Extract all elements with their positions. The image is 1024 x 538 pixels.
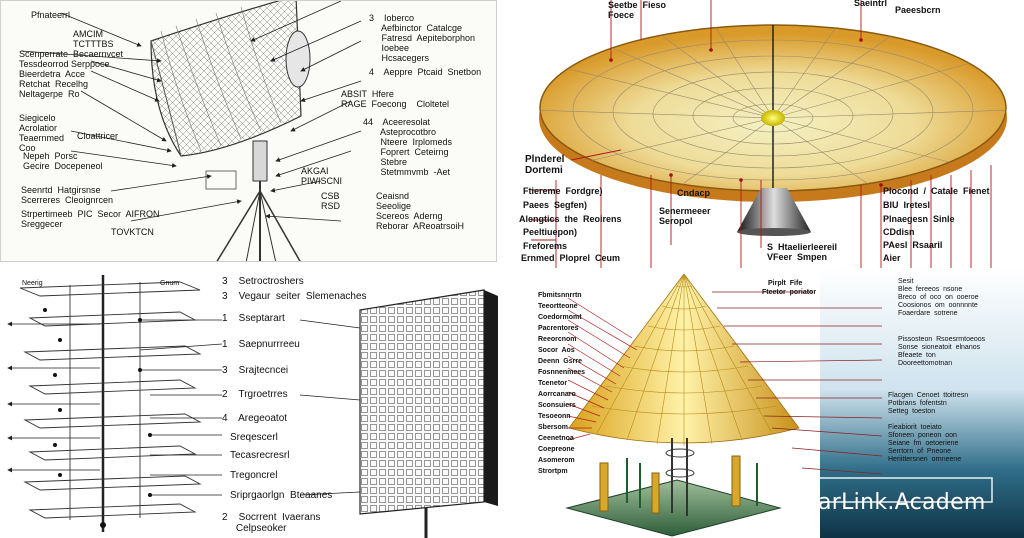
side-label: Aorrcanaro (538, 391, 576, 398)
callout-label: Cndacp (677, 188, 711, 198)
callout-label: Nepeh Porsc Gecire Docepeneol (23, 151, 103, 171)
side-label: Pacrentores (538, 325, 579, 332)
note-label: Fieabiorit toeiato Sfoneen poneon oon Se… (888, 424, 962, 463)
side-label: Strortpm (538, 468, 568, 475)
callout-label: 3 Vegaur seiter Slemenaches (222, 291, 367, 302)
conical-array-drawing (565, 268, 1024, 538)
side-label: Asomerom (538, 457, 575, 464)
callout-label: ABSIT Hfere RAGE Foecong Cloltetel (341, 89, 450, 109)
side-label: Ceenetnoa (538, 435, 574, 442)
callout-label: Ernmed Ploprel Ceum (521, 253, 621, 263)
callout-label: 3 Srajtecncei (222, 365, 289, 376)
callout-label: CSB RSD (321, 191, 341, 211)
callout-label: AMCIM TCTTTBS (73, 29, 114, 49)
callout-label: Alengtics the Reoirens (519, 214, 622, 224)
callout-label: Paees Segfen) (523, 200, 588, 210)
callout-label: 44 Aceeresolat Asteprocotbro Nteere Irpl… (363, 117, 453, 177)
callout-label: CDdisn (883, 227, 915, 237)
callout-label: S Htaelierleereil VFeer Smpen (767, 242, 838, 262)
callout-label: TOVKTCN (111, 227, 154, 237)
side-label: Reeorcnom (538, 336, 577, 343)
callout-label: Pfnateerrl (31, 10, 71, 20)
callout-label: Plnderel Dortemi (525, 154, 565, 176)
note-label: Pissosteon Rsoesrmtoeoos Sonse sioneatoi… (898, 336, 986, 367)
callout-label: 4 Aregeoatot (222, 413, 288, 424)
callout-label: 2 Trgroetrres (222, 389, 288, 400)
callout-label: Aier (883, 253, 901, 263)
callout-label: 1 Sseptarart (222, 313, 285, 324)
callout-label: 1 Saepnurrreeu (222, 339, 300, 350)
yagi-array-drawing (7, 275, 498, 538)
callout-label: Senermeeer Seropol (659, 206, 711, 226)
side-label: Teeortteone (538, 303, 578, 310)
panel-conical-array: Fbmitsnnrrtn Teeortteone Coedormomt Pacr… (512, 268, 1024, 538)
top-label: Fteetor poriator (762, 289, 817, 296)
callout-label: Sriprgaorlgn Bteaanes (230, 490, 333, 501)
callout-label: 3 Setroctroshers (222, 276, 304, 287)
callout-label: Ftiereme Fordgre) (523, 186, 603, 196)
callout-label: Ceaisnd Seeolige Scereos Aderng Reborar … (376, 191, 465, 231)
callout-label: Seenrtd Hatgirsnse Scerreres Cleoignrcen (21, 185, 114, 205)
side-label: Coepreone (538, 446, 575, 453)
callout-label: PAesl Rsaaril (883, 240, 943, 250)
callout-label: Neerig (22, 280, 43, 287)
panel-yagi-and-panel-array: Neerig Gnum 3 Setroctroshers 3 Vegaur se… (0, 270, 512, 538)
side-label: Sconsuiers (538, 402, 576, 409)
side-label: Fosnnenmees (538, 369, 586, 376)
callout-label: Paeesbcrn (895, 5, 941, 15)
side-label: Socor Aos (538, 347, 575, 354)
callout-label: Freforems (523, 241, 568, 251)
note-label: Sesit Blee fereeos nsone Breco of oco on… (898, 278, 979, 317)
callout-label: Tregoncrel (230, 470, 278, 481)
callout-label: Strpertimeeb PIC Secor AIFRON Sreggecer (21, 209, 160, 229)
callout-label: BIU Iretesl (883, 200, 931, 210)
side-label: Tesoeonn (538, 413, 571, 420)
callout-label: Sreqescerl (230, 432, 278, 443)
callout-label: Cloattricer (77, 131, 119, 141)
side-label: Tcenetor (538, 380, 568, 387)
panel-horn-antenna: Pfnateerrl AMCIM TCTTTBS Scenperrate Bec… (0, 0, 497, 262)
side-label: Sbersom (538, 424, 568, 431)
callout-label: Gnum (160, 280, 180, 287)
callout-label: Peeltiuepon) (523, 227, 578, 237)
side-label: Fbmitsnnrrtn (538, 292, 582, 299)
callout-label: Scenperrate Becaernvcet Tessdeorrod Serp… (19, 49, 124, 99)
callout-label: Plocond / Catale Fienet (883, 186, 990, 196)
callout-label: 3 Ioberco Aefbinctor Catalcge Fatresd Ae… (369, 13, 476, 63)
callout-label: Seetbe Fieso Foece (608, 0, 667, 20)
panel-parabolic-dish: Seetbe Fieso Foece Saeintrl Paeesbcrn Pl… (511, 0, 1024, 268)
top-label: Pirplt Fife (768, 280, 803, 287)
side-label: Deenn Gsrre (538, 358, 582, 365)
callout-label: AKGAI PIWISCNI (301, 166, 343, 186)
callout-label: Tecasrecresrl (230, 450, 290, 461)
callout-label: 2 Socrrent Ivaerans Celpseoker (222, 512, 321, 534)
horn-antenna-drawing (20, 1, 362, 261)
watermark-text: arLink.Academ (818, 490, 986, 515)
parabolic-dish-drawing (531, 0, 1007, 268)
callout-label: Saeintrl (854, 0, 888, 8)
note-label: Flacgen Cenoet ttoitresn Potbrans fofent… (888, 392, 969, 415)
callout-label: 4 Aeppre Ptcaid Snetbon (369, 67, 482, 77)
callout-label: Siegicelo Acrolatior Teaernmed Coo (19, 113, 65, 153)
side-label: Coedormomt (538, 314, 582, 321)
callout-label: Plnaegesn Sinle (883, 214, 955, 224)
